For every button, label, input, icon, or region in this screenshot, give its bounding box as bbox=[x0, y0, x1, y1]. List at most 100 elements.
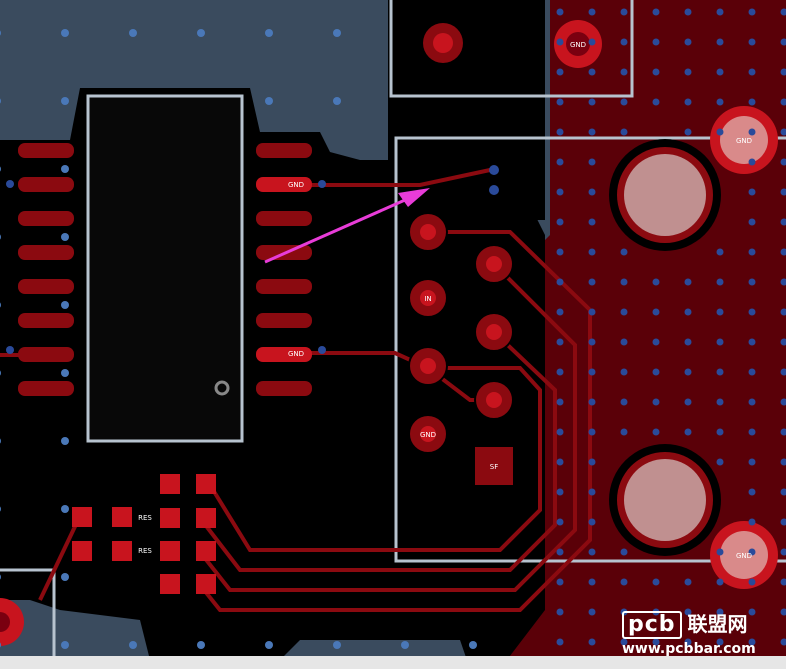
via bbox=[588, 188, 596, 196]
via bbox=[748, 248, 756, 256]
via bbox=[556, 188, 564, 196]
ic-pad[interactable] bbox=[18, 177, 74, 192]
via bbox=[620, 638, 628, 646]
via bbox=[0, 506, 1, 512]
resistor-pad[interactable] bbox=[112, 541, 132, 561]
via bbox=[588, 158, 596, 166]
via bbox=[652, 278, 660, 286]
watermark-url: www.pcbbar.com bbox=[622, 641, 756, 657]
resistor-pad[interactable] bbox=[196, 474, 216, 494]
resistor-pad[interactable] bbox=[160, 574, 180, 594]
ic-body bbox=[86, 94, 244, 443]
via bbox=[588, 338, 596, 346]
status-bar bbox=[0, 656, 786, 669]
via bbox=[716, 428, 724, 436]
via bbox=[318, 346, 326, 354]
via bbox=[0, 370, 1, 376]
via bbox=[748, 548, 756, 556]
resistor-pad[interactable] bbox=[160, 474, 180, 494]
via bbox=[61, 301, 69, 309]
resistor-pad[interactable] bbox=[196, 574, 216, 594]
via bbox=[588, 608, 596, 616]
ic-pad-label: GND bbox=[288, 350, 304, 358]
via bbox=[588, 518, 596, 526]
via bbox=[748, 338, 756, 346]
via bbox=[556, 638, 564, 646]
via bbox=[716, 338, 724, 346]
via bbox=[333, 97, 341, 105]
via bbox=[0, 302, 1, 308]
via bbox=[588, 218, 596, 226]
via bbox=[556, 308, 564, 316]
via bbox=[401, 641, 409, 649]
ic-pad[interactable] bbox=[18, 381, 74, 396]
via bbox=[556, 368, 564, 376]
via bbox=[588, 278, 596, 286]
smd-resistors bbox=[72, 474, 216, 594]
via bbox=[61, 97, 69, 105]
via bbox=[489, 165, 499, 175]
via bbox=[716, 608, 724, 616]
via bbox=[620, 68, 628, 76]
resistor-pad[interactable] bbox=[112, 507, 132, 527]
via bbox=[652, 38, 660, 46]
resistor-pad[interactable] bbox=[196, 541, 216, 561]
via bbox=[588, 248, 596, 256]
via bbox=[716, 458, 724, 466]
via bbox=[748, 98, 756, 106]
via bbox=[588, 128, 596, 136]
connector-pad-sf[interactable] bbox=[473, 445, 515, 487]
via bbox=[716, 128, 724, 136]
ic-pad[interactable] bbox=[256, 313, 312, 328]
via bbox=[716, 98, 724, 106]
via bbox=[748, 218, 756, 226]
via bbox=[61, 437, 69, 445]
via bbox=[748, 578, 756, 586]
ic-pad[interactable] bbox=[18, 143, 74, 158]
via bbox=[780, 248, 786, 256]
via bbox=[684, 608, 692, 616]
via bbox=[652, 308, 660, 316]
pad-label-sf: SF bbox=[490, 463, 498, 471]
via bbox=[0, 98, 1, 104]
via bbox=[780, 518, 786, 526]
ic-pad[interactable] bbox=[256, 143, 312, 158]
ic-pad[interactable] bbox=[18, 347, 74, 362]
ic-pad[interactable] bbox=[18, 313, 74, 328]
ic-pad[interactable] bbox=[18, 245, 74, 260]
via bbox=[748, 308, 756, 316]
via bbox=[780, 578, 786, 586]
via bbox=[620, 98, 628, 106]
via bbox=[556, 518, 564, 526]
via bbox=[556, 338, 564, 346]
via bbox=[556, 98, 564, 106]
via bbox=[620, 578, 628, 586]
ic-pad[interactable] bbox=[256, 211, 312, 226]
via bbox=[748, 278, 756, 286]
ic-pad[interactable] bbox=[256, 279, 312, 294]
ic-pad[interactable] bbox=[256, 347, 312, 362]
via bbox=[652, 578, 660, 586]
ic-pad[interactable] bbox=[256, 177, 312, 192]
resistor-pad[interactable] bbox=[196, 508, 216, 528]
ic-pad[interactable] bbox=[18, 211, 74, 226]
via bbox=[652, 8, 660, 16]
via bbox=[780, 158, 786, 166]
ic-pad[interactable] bbox=[18, 279, 74, 294]
via bbox=[780, 458, 786, 466]
resistor-pad[interactable] bbox=[72, 541, 92, 561]
via-grid-red bbox=[556, 8, 786, 646]
ic-pad[interactable] bbox=[256, 381, 312, 396]
top-connector-outline bbox=[389, 0, 634, 98]
via bbox=[684, 98, 692, 106]
via bbox=[684, 8, 692, 16]
corner-pad[interactable] bbox=[0, 598, 24, 646]
via bbox=[684, 398, 692, 406]
via bbox=[780, 188, 786, 196]
resistor-pad[interactable] bbox=[72, 507, 92, 527]
resistor-pad[interactable] bbox=[160, 541, 180, 561]
via bbox=[652, 638, 660, 646]
via bbox=[556, 548, 564, 556]
resistor-pad[interactable] bbox=[160, 508, 180, 528]
